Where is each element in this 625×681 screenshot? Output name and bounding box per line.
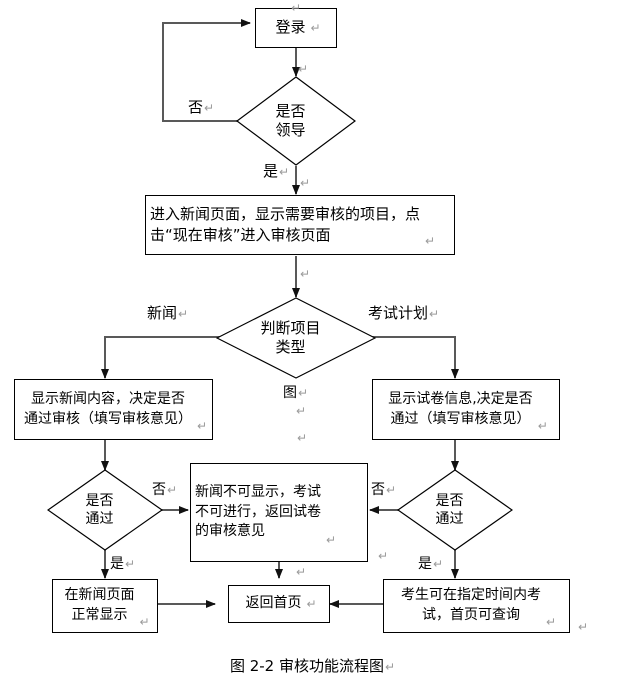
node-judge-type-label: 判断项目 类型 xyxy=(260,318,321,357)
stray-pilcrow-under-leader: ↵ xyxy=(300,176,311,190)
pilcrow-mark: ↵ xyxy=(125,557,136,571)
stray-pilcrow-under-login: ↵ xyxy=(298,62,309,76)
edge-label-leader-no: 否↵ xyxy=(188,96,214,117)
pilcrow-mark: ↵ xyxy=(537,419,548,433)
node-is-leader[interactable]: 是否 领导↵ xyxy=(236,76,356,166)
pilcrow-mark: ↵ xyxy=(545,615,557,629)
pilcrow-mark: ↵ xyxy=(204,101,215,115)
pilcrow-mark: ↵ xyxy=(384,660,396,674)
stray-pilcrow-mid-left: ↵ xyxy=(300,267,311,281)
node-enter-news-page-label: 进入新闻页面，显示需要审核的项目，点 击“现在审核”进入审核页面 xyxy=(150,204,421,244)
edge-label-text: 是 xyxy=(418,556,432,572)
node-show-exam-label: 显示试卷信息,决定是否 通过（填写审核意见） xyxy=(388,390,533,427)
edge-label-text: 否 xyxy=(152,482,166,498)
edge-label-text: 新闻 xyxy=(147,304,178,322)
edge-label-text: 是 xyxy=(110,556,124,572)
diamond-shape xyxy=(216,297,376,379)
edge-label-news-no: 否↵ xyxy=(152,479,177,499)
pilcrow-mark: ↵ xyxy=(196,419,208,433)
node-exam-ok[interactable]: 考生可在指定时间内考 试，首页可查询 ↵ xyxy=(383,579,570,633)
node-show-news[interactable]: 显示新闻内容，决定是否 通过审核（填写审核意见） ↵ xyxy=(14,379,213,440)
node-news-normal-label: 在新闻页面 正常显示 xyxy=(64,587,135,623)
node-exam-ok-label: 考生可在指定时间内考 试，首页可查询 xyxy=(400,587,541,623)
node-reject-note[interactable]: 新闻不可显示，考试 不可进行，返回试卷 的审核意见 ↵ xyxy=(190,463,368,562)
edge-label-exam-no: 否↵ xyxy=(371,479,396,499)
stray-pilcrow-right-edge: ↵ xyxy=(578,620,589,634)
diamond-shape xyxy=(397,469,513,551)
stray-pilcrow-1: ↵ xyxy=(296,404,307,418)
edge-label-type-exam: 考试计划↵ xyxy=(368,302,439,323)
node-back-home-label: 返回首页 xyxy=(245,595,302,612)
edge-label-text: 是 xyxy=(263,162,279,180)
stray-pilcrow-top: ↵ xyxy=(291,1,302,15)
node-back-home[interactable]: 返回首页 ↵ xyxy=(228,585,330,623)
pilcrow-mark: ↵ xyxy=(429,307,440,321)
node-login-label: 登录 xyxy=(275,18,306,37)
pilcrow-mark: ↵ xyxy=(326,533,337,547)
stray-mark-text: 图 xyxy=(283,385,297,401)
pilcrow-mark: ↵ xyxy=(279,165,290,179)
pilcrow-mark: ↵ xyxy=(298,386,309,400)
pilcrow-mark: ↵ xyxy=(139,615,150,629)
node-is-leader-label: 是否 领导 xyxy=(275,101,306,140)
node-news-pass-label: 是否 通过 xyxy=(85,492,114,527)
node-exam-pass-label: 是否 通过 xyxy=(435,492,464,527)
edge-label-exam-yes: 是↵ xyxy=(418,553,443,573)
pilcrow-mark: ↵ xyxy=(386,483,397,497)
node-exam-pass[interactable]: 是否 通过↵ xyxy=(397,469,513,551)
stray-mark-center-tu: 图↵ xyxy=(283,382,308,402)
node-judge-type[interactable]: 判断项目 类型↵ xyxy=(216,297,376,379)
node-login[interactable]: 登录 ↵ xyxy=(255,8,337,48)
edge-label-news-yes: 是↵ xyxy=(110,553,135,573)
pilcrow-mark: ↵ xyxy=(178,307,189,321)
figure-caption: 图 2-2 审核功能流程图↵ xyxy=(0,655,625,676)
node-show-exam[interactable]: 显示试卷信息,决定是否 通过（填写审核意见） ↵ xyxy=(372,379,560,440)
edge-judge-news xyxy=(101,336,231,379)
edge-label-text: 考试计划 xyxy=(368,304,429,322)
pilcrow-mark: ↵ xyxy=(167,483,178,497)
stray-pilcrow-mid-right: ↵ xyxy=(378,549,389,563)
diamond-shape xyxy=(47,469,163,551)
figure-caption-text: 图 2-2 审核功能流程图 xyxy=(229,657,384,675)
edge-label-text: 否 xyxy=(188,98,204,116)
pilcrow-mark: ↵ xyxy=(433,557,444,571)
edge-label-text: 否 xyxy=(371,482,385,498)
node-enter-news-page[interactable]: 进入新闻页面，显示需要审核的项目，点 击“现在审核”进入审核页面 ↵ xyxy=(145,195,455,255)
pilcrow-mark: ↵ xyxy=(425,234,436,248)
pilcrow-mark: ↵ xyxy=(310,21,321,35)
pilcrow-mark: ↵ xyxy=(306,597,317,611)
stray-pilcrow-2: ↵ xyxy=(297,431,308,445)
node-show-news-label: 显示新闻内容，决定是否 通过审核（填写审核意见） xyxy=(23,390,192,427)
node-reject-note-label: 新闻不可显示，考试 不可进行，返回试卷 的审核意见 xyxy=(195,483,321,540)
stray-pilcrow-bottom-center: ↵ xyxy=(296,565,307,579)
node-news-pass[interactable]: 是否 通过↵ xyxy=(47,469,163,551)
edge-label-leader-yes: 是↵ xyxy=(263,160,289,181)
node-news-normal[interactable]: 在新闻页面 正常显示 ↵ xyxy=(52,579,158,633)
diamond-shape xyxy=(236,76,356,166)
edge-label-type-news: 新闻↵ xyxy=(147,302,188,323)
